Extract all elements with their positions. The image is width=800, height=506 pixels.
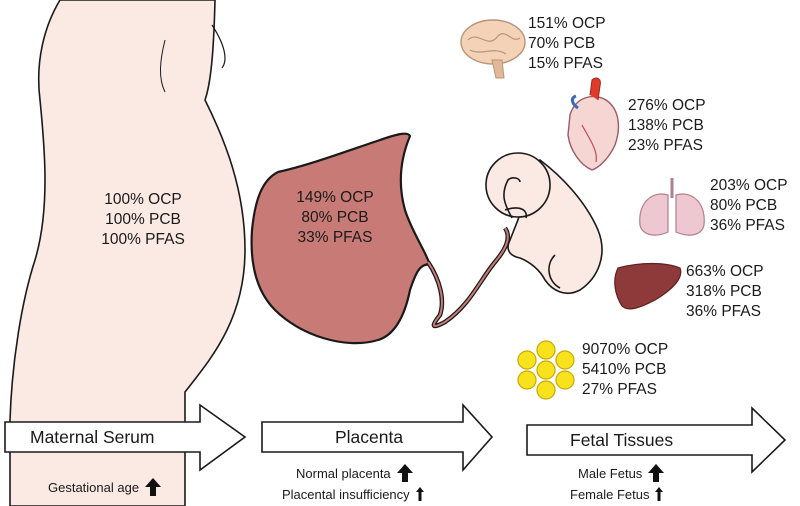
heart-organ [567,77,620,171]
liver-level-ocp: 663% OCP [686,263,764,280]
lung-organ [639,178,705,236]
brain-organ [460,19,526,79]
placenta-shape [250,132,432,345]
fetus-figure [485,152,603,295]
male-fetus-factor: Male Fetus [578,463,665,483]
adipose-level-ocp: 9070% OCP [582,341,669,358]
adipose-level-pfas: 27% PFAS [582,381,657,398]
breast-contour [160,39,166,93]
lung-levels: 203% OCP 80% PCB 36% PFAS [710,176,788,236]
maternal-level-ocp: 100% OCP [104,191,182,208]
brain-levels: 151% OCP 70% PCB 15% PFAS [528,14,606,74]
placental-insufficiency-factor: Placental insufficiency [282,486,425,502]
breast-contour [211,24,226,69]
heart-level-pfas: 23% PFAS [628,137,703,154]
liver-level-pcb: 318% PCB [686,283,762,300]
gestational-age-label: Gestational age [48,479,140,495]
placenta-level-pfas: 33% PFAS [297,229,373,246]
large-up-arrow-icon [648,464,665,482]
maternal-level-pfas: 100% PFAS [101,231,185,248]
male-fetus-label: Male Fetus [578,465,643,481]
liver-levels: 663% OCP 318% PCB 36% PFAS [686,262,764,322]
large-up-arrow-icon [396,464,413,482]
large-up-arrow-icon [145,478,162,496]
brain-level-pfas: 15% PFAS [528,55,603,72]
female-fetus-factor: Female Fetus [570,486,664,502]
gestational-age-factor: Gestational age [48,477,162,497]
fetal-tissues-label: Fetal Tissues [570,430,674,450]
placenta-label: Placenta [335,427,404,447]
female-fetus-label: Female Fetus [570,486,650,502]
normal-placenta-factor: Normal placenta [296,463,414,483]
lung-level-pcb: 80% PCB [710,197,778,214]
lung-level-ocp: 203% OCP [710,177,788,194]
heart-levels: 276% OCP 138% PCB 23% PFAS [628,96,706,156]
normal-placenta-label: Normal placenta [296,465,391,481]
maternal-body-figure [9,0,246,506]
umbilical-cord [426,226,511,329]
brain-level-pcb: 70% PCB [528,35,596,52]
maternal-serum-arrow-shape [4,403,247,472]
adipose-cells [517,340,575,400]
placenta-level-ocp: 149% OCP [296,189,374,206]
small-up-arrow-icon [415,487,424,501]
liver-level-pfas: 36% PFAS [686,303,761,320]
adipose-level-pcb: 5410% PCB [582,361,667,378]
placenta-arrow-shape [261,402,494,473]
placental-insufficiency-label: Placental insufficiency [282,486,410,502]
adipose-levels: 9070% OCP 5410% PCB 27% PFAS [582,340,668,400]
liver-organ [614,262,682,310]
maternal-levels: 100% OCP 100% PCB 100% PFAS [88,190,198,250]
heart-level-ocp: 276% OCP [628,97,706,114]
maternal-serum-label: Maternal Serum [30,427,155,447]
umbilical-cord-inner [427,227,509,327]
brain-level-ocp: 151% OCP [528,15,606,32]
maternal-level-pcb: 100% PCB [105,211,181,228]
fetal-tissues-arrow-shape [526,406,787,474]
placenta-levels: 149% OCP 80% PCB 33% PFAS [285,188,385,248]
small-up-arrow-icon [655,487,664,501]
placenta-level-pcb: 80% PCB [301,209,369,226]
heart-level-pcb: 138% PCB [628,117,704,134]
lung-level-pfas: 36% PFAS [710,217,785,234]
